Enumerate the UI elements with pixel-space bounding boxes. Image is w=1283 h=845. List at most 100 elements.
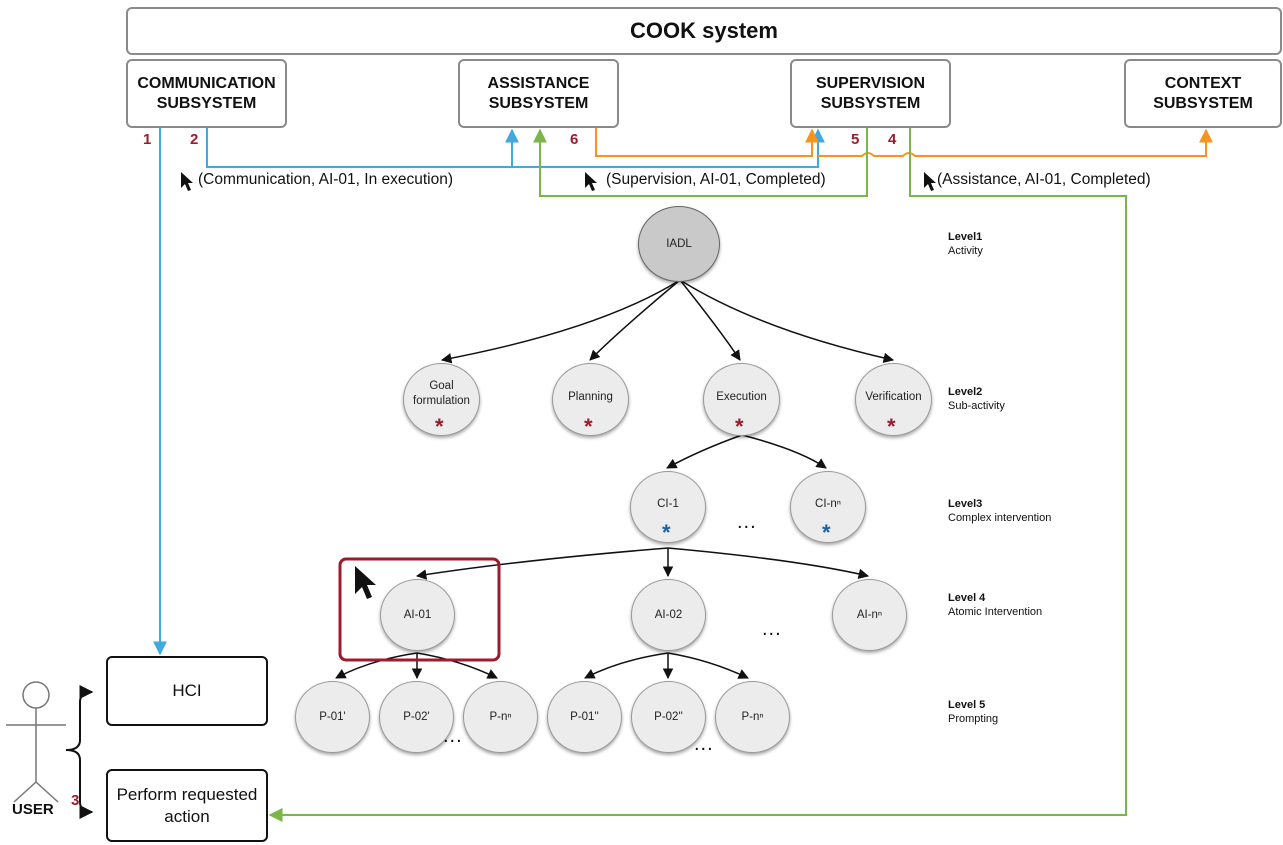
ellipsis-prompts-b: ... <box>694 733 714 755</box>
selection-highlight <box>338 557 501 662</box>
node-p-01-a: P-01' <box>295 681 370 753</box>
star-execution: * <box>735 414 744 439</box>
flow-4-to-perform-action <box>268 128 1127 822</box>
node-p-n-b: P-nⁿ <box>715 681 790 753</box>
step-number-4: 4 <box>888 131 897 148</box>
level-4-desc: Atomic Intervention <box>948 606 1043 618</box>
level-2-title: Level2 <box>948 386 983 398</box>
edge-ai01-pn <box>416 652 498 679</box>
edge-ai01-p01 <box>335 652 418 679</box>
star-ci-1: * <box>662 520 671 545</box>
node-p-n-a: P-nⁿ <box>463 681 538 753</box>
node-p-02-a: P-02' <box>379 681 454 753</box>
user-figure <box>6 681 66 803</box>
node-planning: Planning <box>552 363 629 436</box>
user-brace-lower <box>65 749 94 819</box>
edge-execution-ci1 <box>666 434 743 469</box>
edge-execution-cin <box>741 434 827 469</box>
node-ai-02: AI-02 <box>631 579 706 651</box>
node-p-02-b-label: P-02'' <box>654 710 683 723</box>
node-ci-n: CI-nⁿ <box>790 471 866 543</box>
flow-supervision-to-assistance <box>533 128 868 197</box>
message-communication: (Communication, AI-01, In execution) <box>198 171 454 188</box>
level-1-label: Level1 Activity <box>948 230 983 258</box>
edge-ai02-pn <box>667 652 749 679</box>
node-ci-1: CI-1 <box>630 471 706 543</box>
level-2-label: Level2 Sub-activity <box>948 385 1005 413</box>
star-ci-n: * <box>822 520 831 545</box>
node-ai-01-label: AI-01 <box>403 608 432 621</box>
star-goal: * <box>435 414 444 439</box>
flow-2-communication-to-assistance <box>206 128 519 168</box>
level-5-desc: Prompting <box>948 713 999 725</box>
star-planning: * <box>584 414 593 439</box>
ellipsis-prompts-a: ... <box>443 725 463 747</box>
level-5-label: Level 5 Prompting <box>948 698 998 726</box>
level-1-desc: Activity <box>948 245 983 257</box>
message-assistance: (Assistance, AI-01, Completed) <box>937 171 1151 188</box>
node-planning-label: Planning <box>568 391 613 403</box>
communication-subsystem: COMMUNICATION SUBSYSTEM <box>126 59 287 128</box>
node-goal-formulation: Goal formulation <box>403 363 480 436</box>
flow-5-supervision-to-context <box>818 128 1213 157</box>
context-subsystem: CONTEXT SUBSYSTEM <box>1124 59 1282 128</box>
user-label: USER <box>12 801 54 818</box>
context-subsystem-label: CONTEXT SUBSYSTEM <box>1153 74 1253 112</box>
level-5-title: Level 5 <box>948 699 986 711</box>
edge-iadl-goal <box>440 279 681 364</box>
user-brace <box>65 685 94 751</box>
level-3-label: Level3 Complex intervention <box>948 497 1051 525</box>
node-ci-n-label: CI-nⁿ <box>815 497 841 510</box>
assistance-subsystem: ASSISTANCE SUBSYSTEM <box>458 59 619 128</box>
supervision-subsystem: SUPERVISION SUBSYSTEM <box>790 59 951 128</box>
hci-box: HCI <box>106 656 268 726</box>
hci-label: HCI <box>172 681 202 700</box>
flow-6-assistance-to-supervision <box>595 128 819 157</box>
node-p-02-b: P-02'' <box>631 681 706 753</box>
step-number-1: 1 <box>143 131 152 148</box>
node-p-01-a-label: P-01' <box>319 710 346 723</box>
edge-ci1-ai01 <box>415 547 669 580</box>
node-ai-02-label: AI-02 <box>654 608 683 621</box>
node-p-02-a-label: P-02' <box>403 710 430 723</box>
cursor-icon <box>181 172 193 191</box>
node-verification-label: Verification <box>865 391 922 403</box>
edge-ci1-ain <box>667 547 870 579</box>
star-verification: * <box>887 414 896 439</box>
node-ai-n-label: AI-nⁿ <box>856 608 883 621</box>
node-iadl: IADL <box>638 206 720 282</box>
node-ci-1-label: CI-1 <box>657 497 679 510</box>
node-execution: Execution <box>703 363 780 436</box>
node-ai-01: AI-01 <box>380 579 455 651</box>
node-p-01-b: P-01'' <box>547 681 622 753</box>
level-3-desc: Complex intervention <box>948 512 1052 524</box>
node-execution-label: Execution <box>716 391 767 403</box>
flow-2-communication-to-supervision <box>512 128 825 168</box>
communication-subsystem-label: COMMUNICATION SUBSYSTEM <box>137 74 276 112</box>
level-2-desc: Sub-activity <box>948 400 1005 412</box>
supervision-subsystem-label: SUPERVISION SUBSYSTEM <box>815 74 926 112</box>
step-number-5: 5 <box>851 131 860 148</box>
system-title: COOK system <box>630 18 778 43</box>
edge-iadl-planning <box>589 279 681 361</box>
node-p-n-b-label: P-nⁿ <box>741 710 764 723</box>
edge-iadl-execution <box>679 279 741 361</box>
message-supervision: (Supervision, AI-01, Completed) <box>606 171 826 188</box>
ellipsis-atomic: ... <box>762 618 782 640</box>
cursor-icon <box>924 172 936 191</box>
step-number-6: 6 <box>570 131 579 148</box>
node-ai-n: AI-nⁿ <box>832 579 907 651</box>
edge-ai02-p01 <box>584 652 669 679</box>
ellipsis-complex: ... <box>737 511 757 533</box>
perform-action-box: Perform requested action <box>106 769 268 842</box>
step-number-2: 2 <box>190 131 199 148</box>
level-3-title: Level3 <box>948 498 983 510</box>
assistance-subsystem-label: ASSISTANCE SUBSYSTEM <box>487 74 590 112</box>
node-p-n-a-label: P-nⁿ <box>489 710 512 723</box>
node-goal-formulation-label: Goal formulation <box>413 379 470 407</box>
node-iadl-label: IADL <box>666 237 692 250</box>
level-1-title: Level1 <box>948 231 983 243</box>
cursor-icon <box>355 566 376 599</box>
level-4-title: Level 4 <box>948 592 986 604</box>
